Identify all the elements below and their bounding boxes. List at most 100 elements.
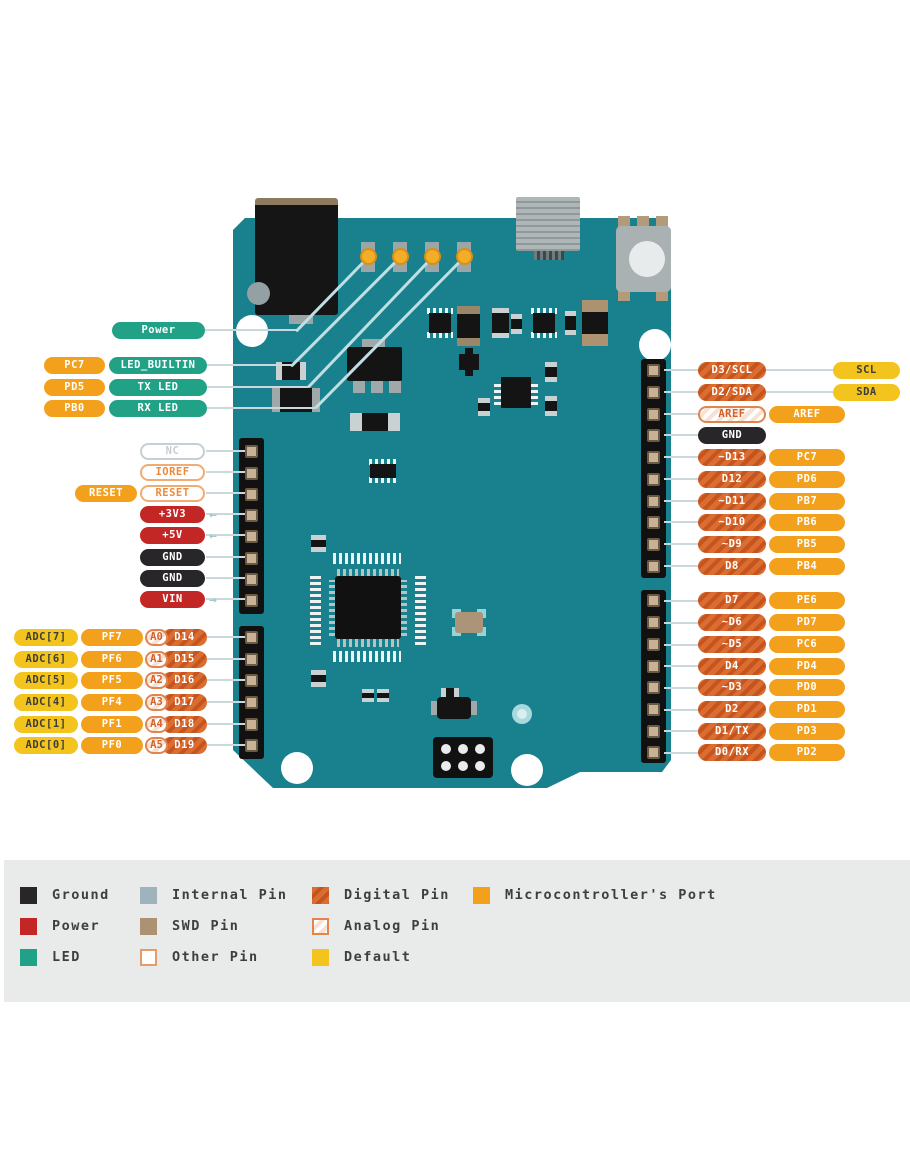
legend-label: Microcontroller's Port bbox=[505, 887, 717, 903]
legend-swatch-microcontroller-port bbox=[473, 887, 490, 904]
header-pin bbox=[647, 560, 660, 573]
solder-pad-circle bbox=[247, 282, 270, 305]
inductor bbox=[437, 697, 471, 719]
digital-pin-pill: ~D3 bbox=[698, 679, 766, 696]
pin-line bbox=[664, 644, 698, 646]
pin-line bbox=[664, 478, 698, 480]
usb-connector-pins bbox=[534, 251, 564, 260]
digital-pin-pill: D18 bbox=[162, 716, 207, 733]
analog-pin-pill: A3 bbox=[145, 694, 168, 711]
pin-line bbox=[206, 492, 252, 494]
pin-line bbox=[664, 521, 698, 523]
pin-pill-ground: GND bbox=[140, 570, 205, 587]
transistor bbox=[459, 354, 479, 370]
header-pin bbox=[647, 473, 660, 486]
port-pill: PF6 bbox=[81, 651, 143, 668]
pin-line bbox=[207, 658, 252, 660]
port-pill: PB5 bbox=[769, 536, 845, 553]
header-pin bbox=[245, 467, 258, 480]
icsp-pin-hole bbox=[458, 744, 468, 754]
smd-ic-legs bbox=[369, 459, 397, 465]
pin-line bbox=[664, 709, 698, 711]
port-pill: PD0 bbox=[769, 679, 845, 696]
digital-pin-pill: D7 bbox=[698, 592, 766, 609]
regulator-leg bbox=[371, 381, 383, 393]
pin-line bbox=[664, 565, 698, 567]
digital-pin-pill: D3/SCL bbox=[698, 362, 766, 379]
port-pill: PE6 bbox=[769, 592, 845, 609]
header-pin bbox=[647, 725, 660, 738]
port-pill: PF0 bbox=[81, 737, 143, 754]
digital-pin-pill: ~D11 bbox=[698, 493, 766, 510]
legend-label: Other Pin bbox=[172, 949, 259, 965]
led-pad bbox=[393, 262, 407, 272]
header-pin bbox=[647, 364, 660, 377]
digital-pin-pill: D12 bbox=[698, 471, 766, 488]
digital-pin-pill: D19 bbox=[162, 737, 207, 754]
legend-swatch-power bbox=[20, 918, 37, 935]
port-pill: PF7 bbox=[81, 629, 143, 646]
legend-swatch-analog-pin bbox=[312, 918, 329, 935]
capacitor bbox=[545, 362, 557, 382]
port-pill: PF4 bbox=[81, 694, 143, 711]
pin-pill-power: +3V3 bbox=[140, 506, 205, 523]
crystal bbox=[455, 612, 483, 633]
header-strip bbox=[239, 438, 264, 614]
port-pill: PD7 bbox=[769, 614, 845, 631]
digital-pin-pill: D8 bbox=[698, 558, 766, 575]
port-pill: PC6 bbox=[769, 636, 845, 653]
pin-line bbox=[207, 407, 315, 409]
pin-line bbox=[207, 744, 252, 746]
capacitor bbox=[362, 689, 374, 702]
mounting-hole bbox=[236, 315, 268, 347]
digital-pin-pill: ~D13 bbox=[698, 449, 766, 466]
mcu-pin-stubs bbox=[399, 580, 407, 636]
mcu-pad-col bbox=[415, 573, 426, 645]
power-direction-arrow: → bbox=[209, 593, 217, 608]
pin-line bbox=[664, 665, 698, 667]
port-pill: PB6 bbox=[769, 514, 845, 531]
digital-pin-pill: ~D6 bbox=[698, 614, 766, 631]
header-pin bbox=[245, 445, 258, 458]
power-label-pill: Power bbox=[112, 322, 205, 339]
pin-line bbox=[664, 600, 698, 602]
led-pad bbox=[425, 262, 439, 272]
header-pin bbox=[647, 594, 660, 607]
header-pin bbox=[647, 746, 660, 759]
pin-line bbox=[206, 577, 252, 579]
legend-swatch-ground bbox=[20, 887, 37, 904]
port-pill: AREF bbox=[769, 406, 845, 423]
pin-pill-nc: NC bbox=[140, 443, 205, 460]
analog-pin-pill: A0 bbox=[145, 629, 168, 646]
header-strip bbox=[239, 626, 264, 759]
smd-ic-legs bbox=[427, 332, 453, 338]
pin-line bbox=[664, 752, 698, 754]
header-pin bbox=[647, 681, 660, 694]
pin-line bbox=[206, 513, 252, 515]
digital-pin-pill: D16 bbox=[162, 672, 207, 689]
analog-pin-pill: A2 bbox=[145, 672, 168, 689]
led bbox=[360, 248, 377, 265]
smd-ic-legs bbox=[531, 308, 557, 314]
capacitor bbox=[441, 688, 459, 698]
legend-swatch-digital-pin bbox=[312, 887, 329, 904]
usb-connector bbox=[516, 197, 580, 251]
pin-line bbox=[207, 701, 252, 703]
smd-ic-legs bbox=[427, 308, 453, 314]
capacitor bbox=[377, 689, 389, 702]
led-pad bbox=[393, 242, 407, 252]
mcu-pad-row bbox=[333, 553, 401, 564]
legend-swatch-default bbox=[312, 949, 329, 966]
capacitor bbox=[457, 306, 480, 346]
header-pin bbox=[647, 660, 660, 673]
mcu-pin-stubs bbox=[329, 580, 337, 636]
pin-line bbox=[664, 456, 698, 458]
icsp-pin-hole bbox=[475, 761, 485, 771]
digital-pin-pill: D1/TX bbox=[698, 723, 766, 740]
led-pad bbox=[457, 262, 471, 272]
led-pad bbox=[457, 242, 471, 252]
header-pin bbox=[245, 718, 258, 731]
legend-label: Internal Pin bbox=[172, 887, 288, 903]
soic-legs bbox=[494, 381, 501, 405]
mounting-hole bbox=[511, 754, 543, 786]
